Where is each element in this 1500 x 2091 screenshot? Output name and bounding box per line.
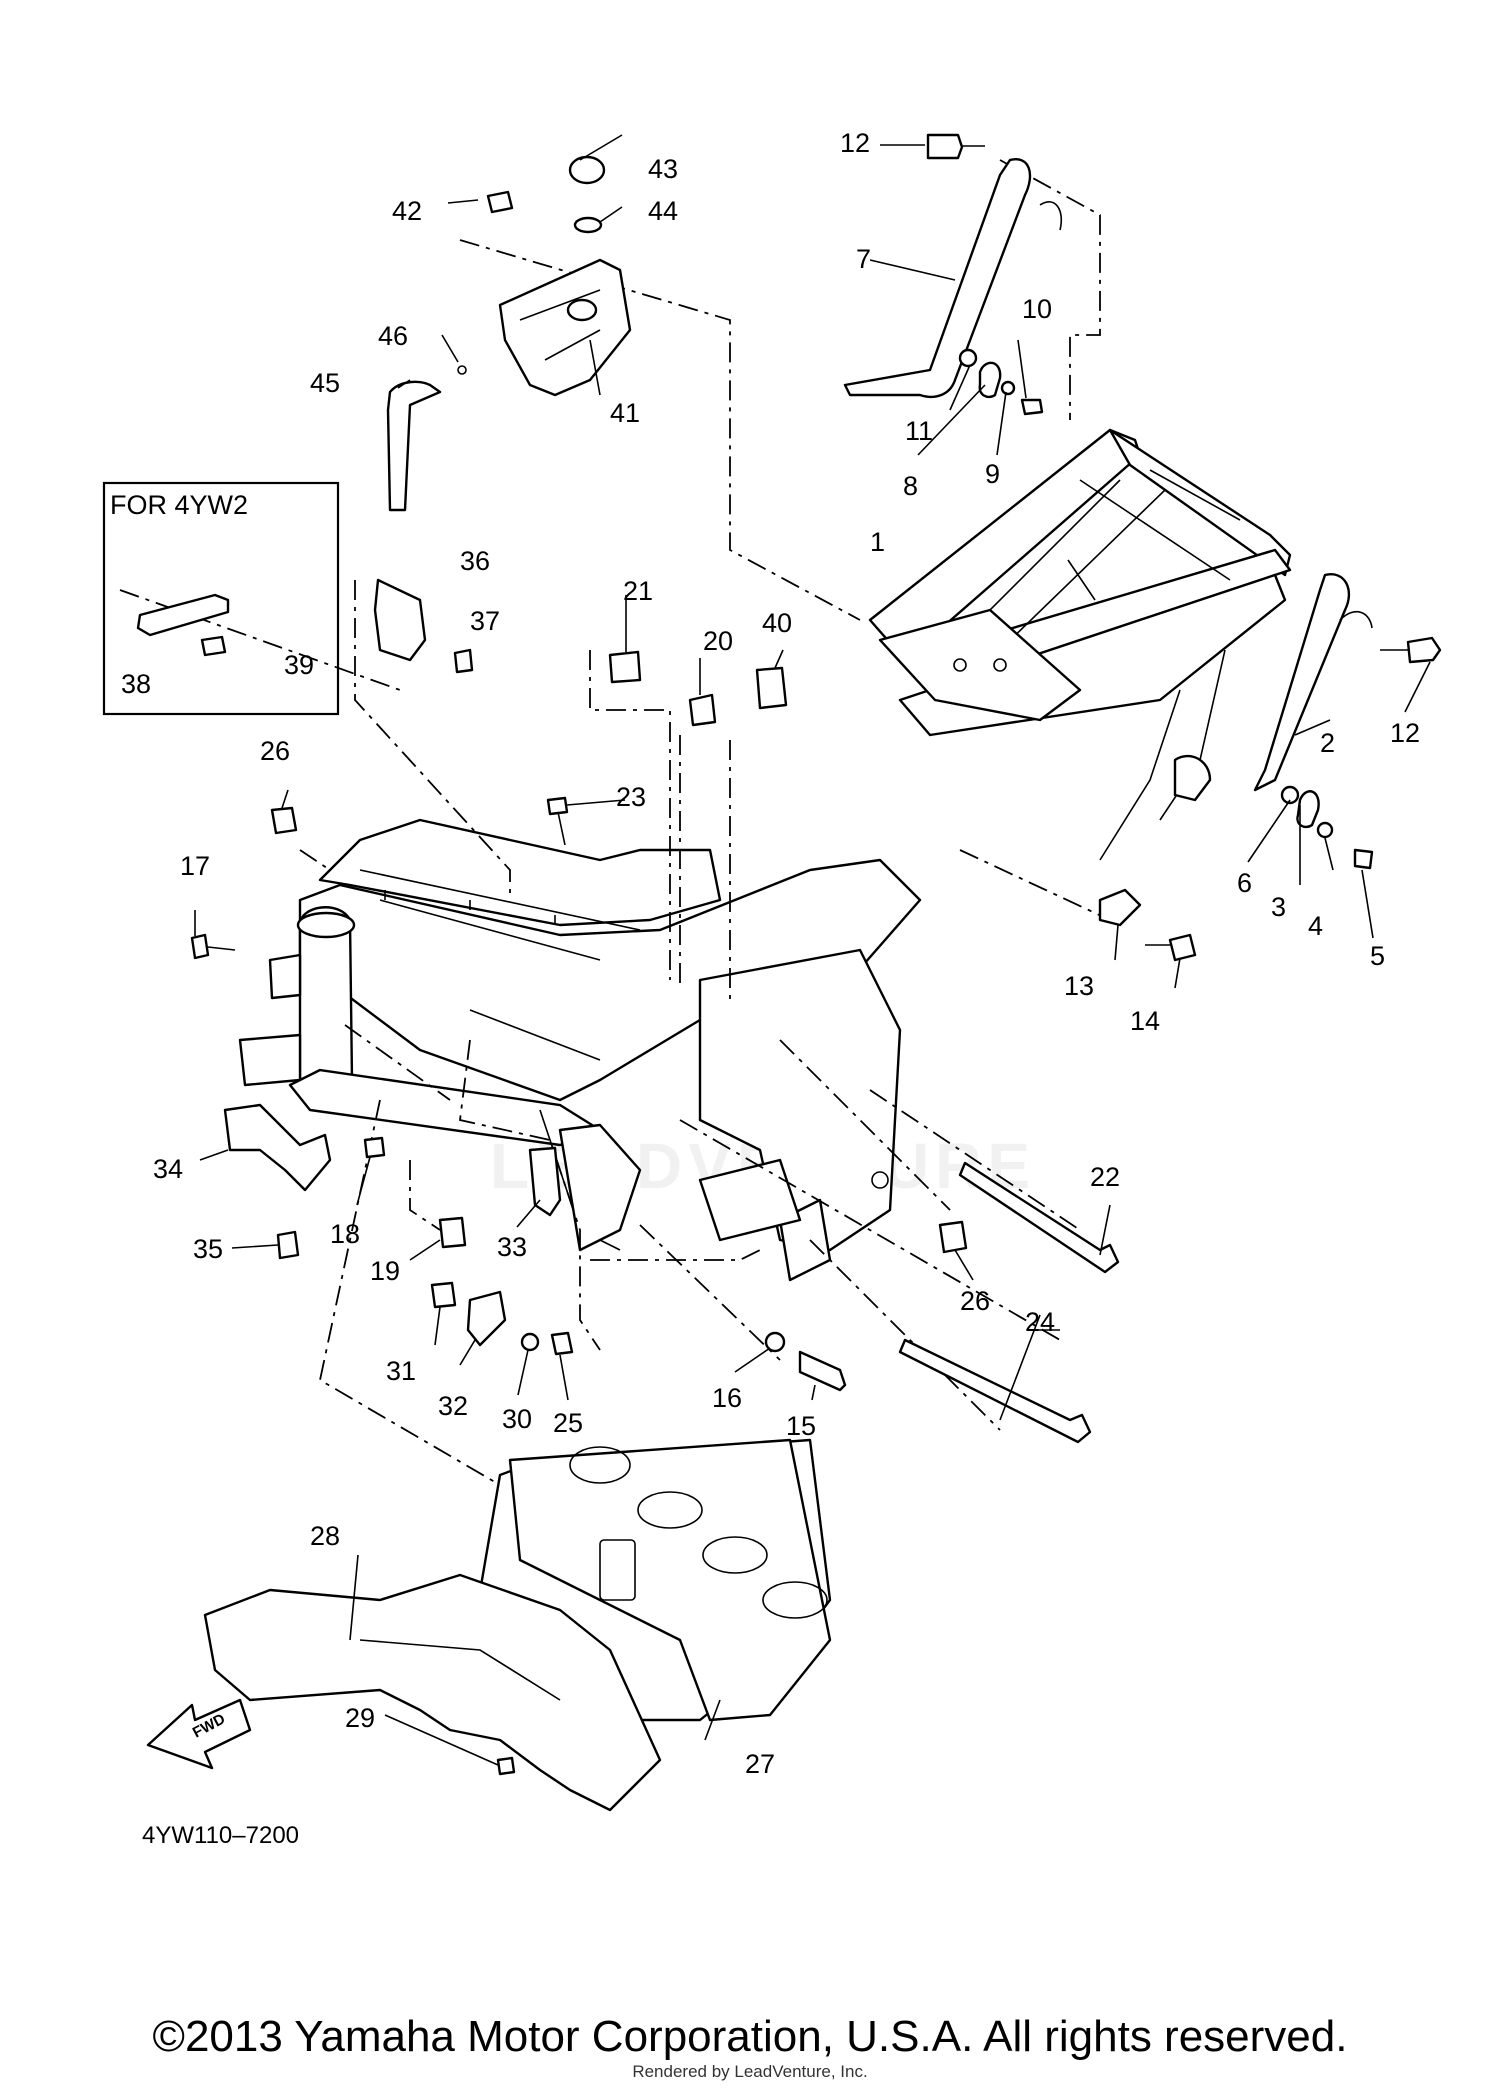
callout-16: 16	[712, 1383, 742, 1413]
copyright-notice: ©2013 Yamaha Motor Corporation, U.S.A. A…	[152, 2012, 1348, 2061]
callout-1: 1	[870, 527, 885, 557]
callout-40: 40	[762, 608, 792, 638]
small-parts	[190, 133, 1442, 1444]
callout-42: 42	[392, 196, 422, 226]
callout-12-right: 12	[1390, 718, 1420, 748]
callout-7: 7	[856, 244, 871, 274]
callout-11: 11	[905, 416, 933, 446]
coolant-reservoir	[386, 155, 632, 512]
callout-18: 18	[330, 1219, 360, 1249]
fwd-arrow-icon: FWD	[146, 1698, 252, 1770]
callout-31: 31	[386, 1356, 416, 1386]
main-frame	[238, 428, 1292, 1282]
callout-12-top: 12	[840, 128, 870, 158]
callout-32: 32	[438, 1391, 468, 1421]
callout-45: 45	[310, 368, 340, 398]
callout-28: 28	[310, 1521, 340, 1551]
callout-3: 3	[1271, 892, 1286, 922]
callout-14: 14	[1130, 1006, 1160, 1036]
callout-44: 44	[648, 196, 678, 226]
callout-37: 37	[470, 606, 500, 636]
callout-38: 38	[121, 669, 151, 699]
callout-4: 4	[1308, 911, 1323, 941]
callout-46: 46	[378, 321, 408, 351]
inset-box: FOR 4YW2	[102, 481, 340, 716]
callout-41: 41	[610, 398, 640, 428]
callout-24: 24	[1025, 1307, 1055, 1337]
callout-5: 5	[1370, 941, 1385, 971]
callout-43: 43	[648, 154, 678, 184]
callout-13: 13	[1064, 971, 1094, 1001]
bracket-36	[373, 578, 474, 674]
figure-code: 4YW110–7200	[142, 1822, 299, 1849]
callout-22: 22	[1090, 1162, 1120, 1192]
callout-15: 15	[786, 1411, 816, 1441]
callout-10: 10	[1022, 294, 1052, 324]
callout-6: 6	[1237, 868, 1252, 898]
inset-box-title: FOR 4YW2	[110, 490, 248, 520]
callout-25: 25	[553, 1408, 583, 1438]
callout-26-top: 26	[260, 736, 290, 766]
callout-17: 17	[180, 851, 210, 881]
callout-33: 33	[497, 1232, 527, 1262]
callout-labels: 1 2 3 4 5 6 7 8 9 10 11 12 12 13 14 15 1…	[121, 128, 1420, 1779]
callout-26-lower: 26	[960, 1286, 990, 1316]
callout-23: 23	[616, 782, 646, 812]
callout-36: 36	[460, 546, 490, 576]
callout-30: 30	[502, 1404, 532, 1434]
under-cowl	[203, 1438, 832, 1812]
callout-2: 2	[1320, 728, 1335, 758]
callout-leaders	[194, 134, 1431, 1766]
callout-34: 34	[153, 1154, 183, 1184]
callout-27: 27	[745, 1749, 775, 1779]
callout-39: 39	[284, 650, 314, 680]
callout-20: 20	[703, 626, 733, 656]
callout-9: 9	[985, 459, 1000, 489]
callout-19: 19	[370, 1256, 400, 1286]
callout-8: 8	[903, 471, 918, 501]
callout-21: 21	[623, 576, 653, 606]
callout-35: 35	[193, 1234, 223, 1264]
alignment-lines	[119, 159, 1111, 1701]
rendered-by-notice: Rendered by LeadVenture, Inc.	[632, 2062, 868, 2081]
callout-29: 29	[345, 1703, 375, 1733]
